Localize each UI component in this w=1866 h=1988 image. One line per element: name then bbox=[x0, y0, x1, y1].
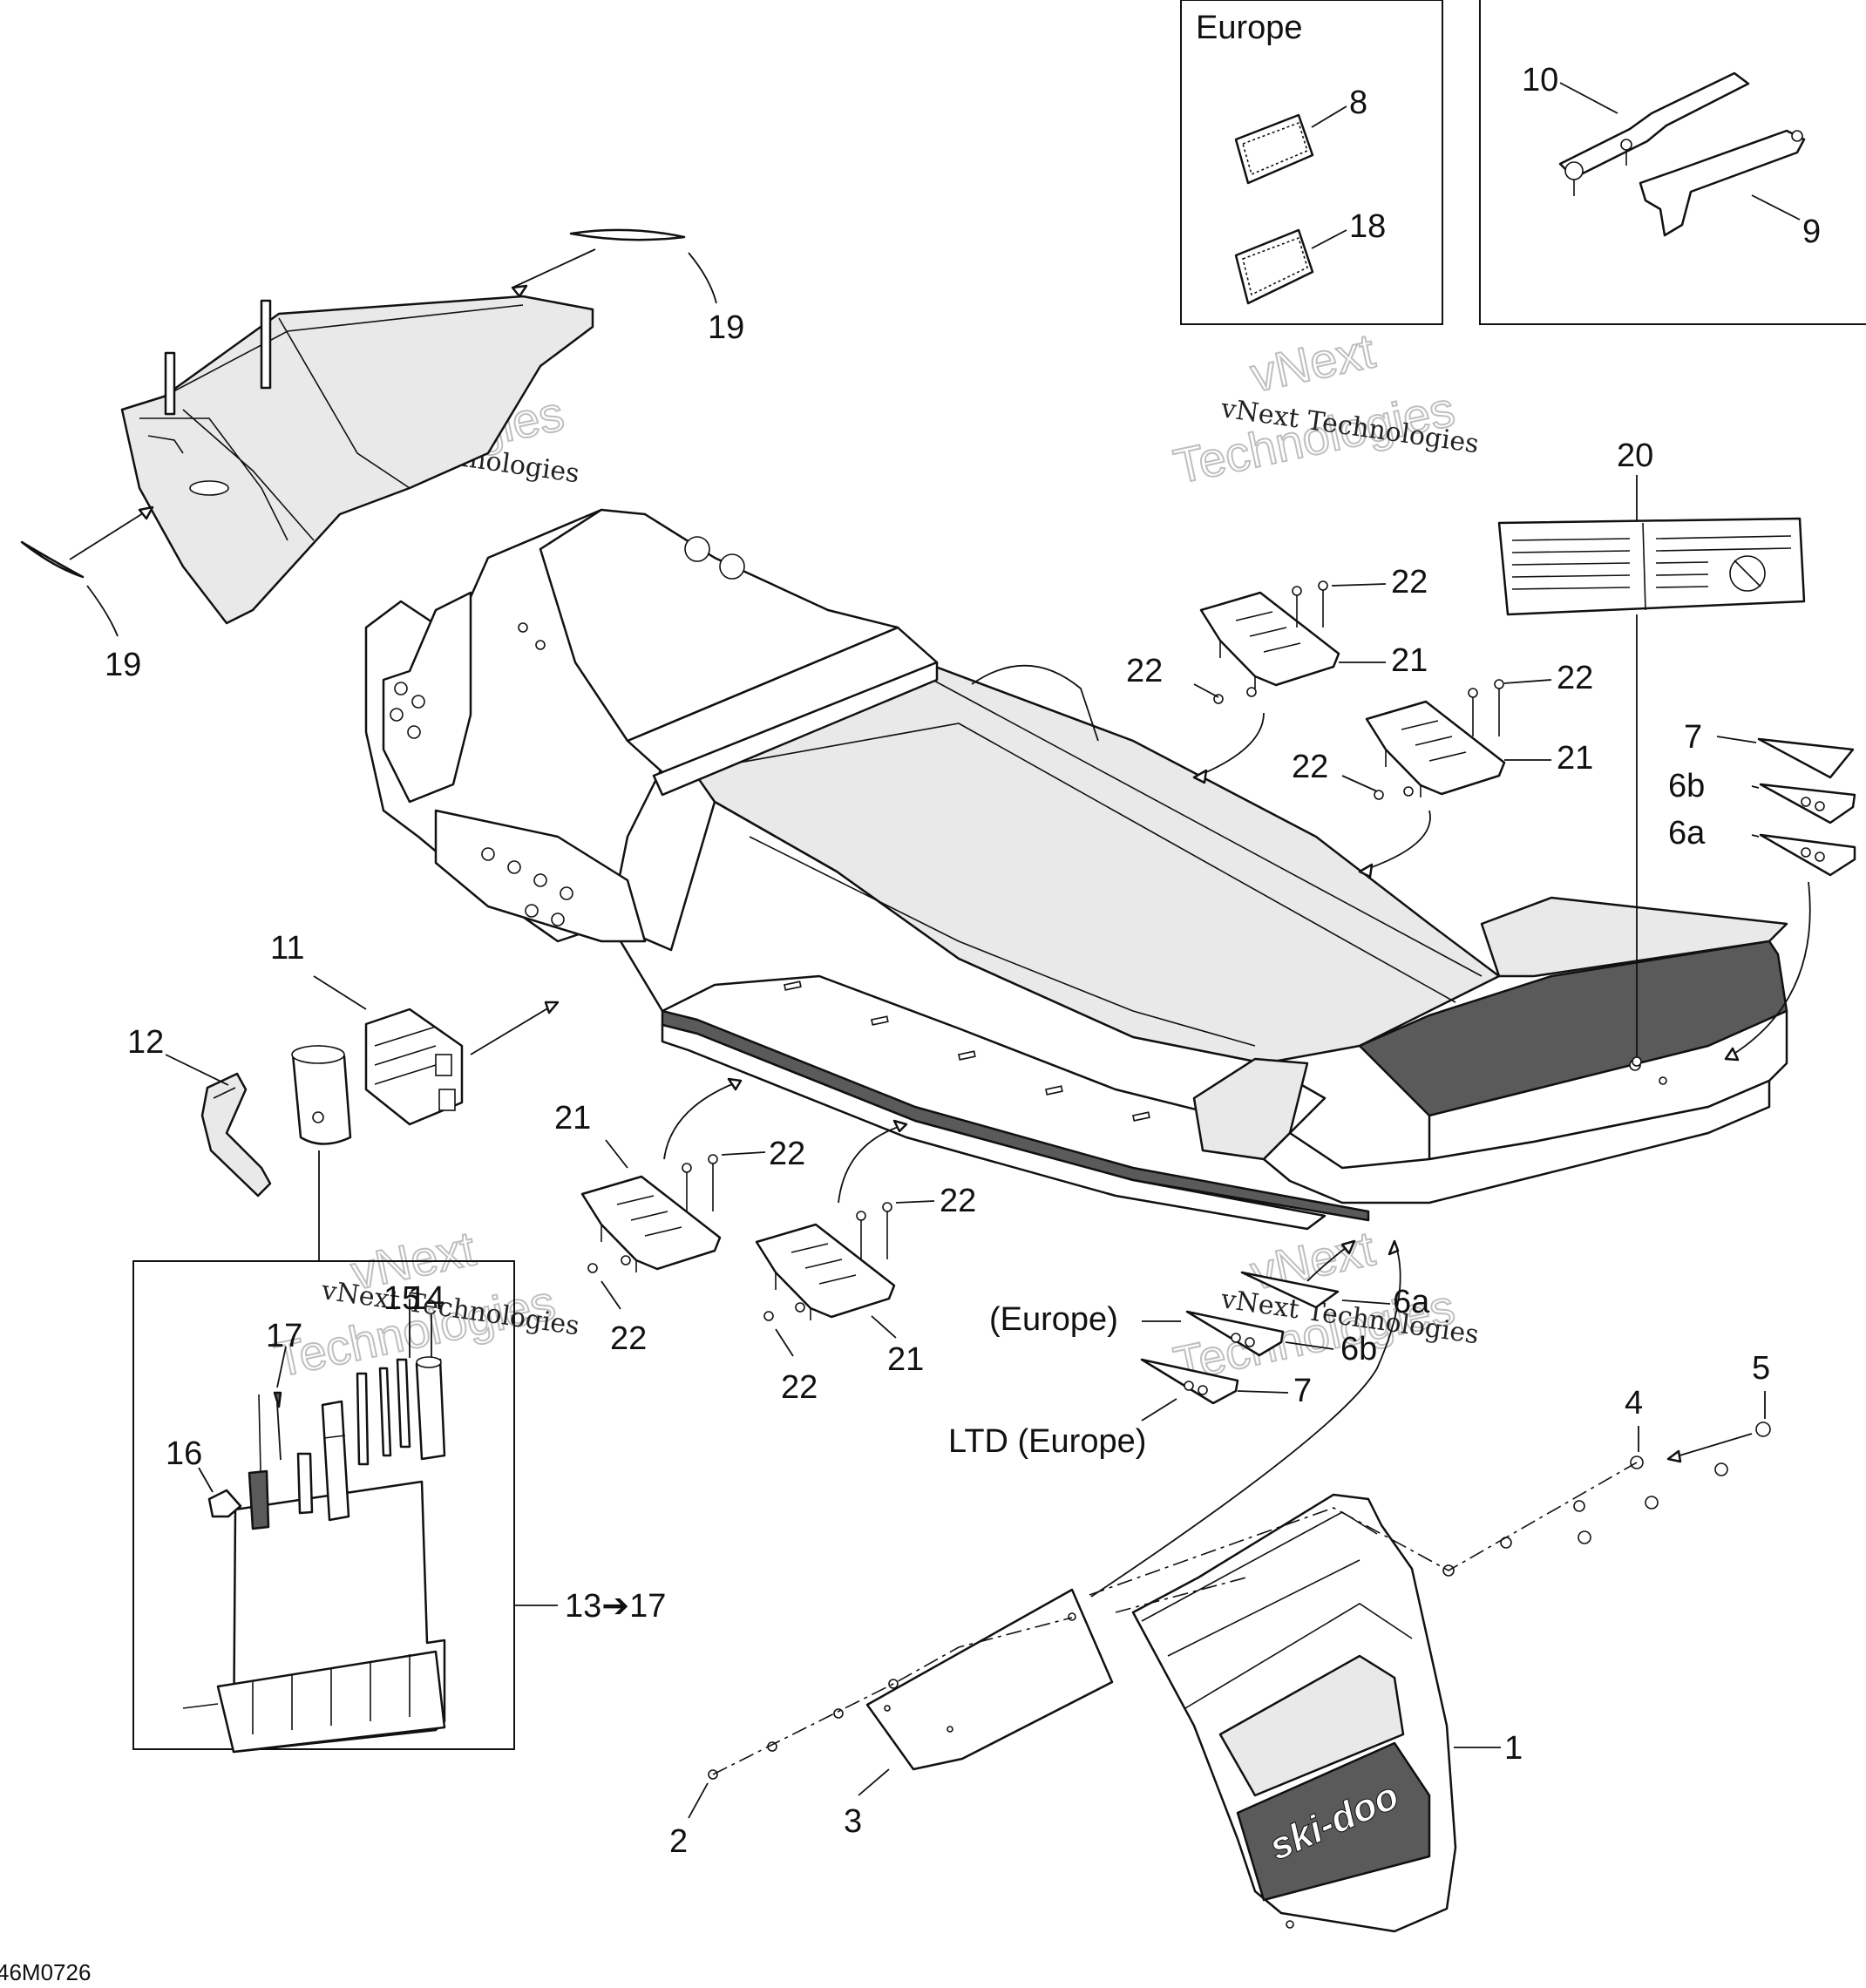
part-10-bracket bbox=[1558, 71, 1750, 196]
callout-17: 17 bbox=[266, 1318, 302, 1354]
front-belly-pan bbox=[120, 295, 594, 625]
callout-21-a: 21 bbox=[1391, 642, 1428, 679]
part-socket-bar bbox=[296, 1452, 314, 1515]
callout-2: 2 bbox=[669, 1823, 688, 1860]
callout-19-left: 19 bbox=[105, 647, 141, 683]
callout-6a-top: 6a bbox=[1668, 815, 1706, 852]
callout-14: 14 bbox=[408, 1280, 444, 1317]
callout-22-a: 22 bbox=[1391, 564, 1428, 600]
part-20-warning-decal bbox=[1497, 517, 1806, 616]
callout-21-b: 21 bbox=[1557, 740, 1593, 777]
part-21-footrest-upper-a bbox=[1199, 591, 1340, 689]
part-18-grille bbox=[1234, 228, 1314, 305]
part-11-tool-holder bbox=[364, 1008, 464, 1126]
callout-22-f: 22 bbox=[610, 1320, 647, 1357]
callout-9: 9 bbox=[1802, 214, 1821, 250]
part-21-footrest-upper-b bbox=[1365, 700, 1506, 797]
callout-7-top: 7 bbox=[1684, 719, 1702, 756]
callout-21-d: 21 bbox=[887, 1341, 924, 1378]
part-spark-plug-holder bbox=[291, 1045, 352, 1145]
watermark-bottom-right: vNext Technologies vNext Technologies bbox=[1168, 1219, 1480, 1392]
part-15-wrench bbox=[356, 1358, 411, 1466]
callout-15: 15 bbox=[383, 1280, 420, 1317]
callout-5: 5 bbox=[1752, 1350, 1770, 1387]
part-6a-protector-top bbox=[1759, 833, 1856, 877]
callout-22-d: 22 bbox=[1292, 749, 1328, 785]
callout-13-17: 13➔17 bbox=[565, 1588, 666, 1625]
part-5-rivet-cap bbox=[1755, 1421, 1771, 1437]
callout-20: 20 bbox=[1617, 438, 1653, 474]
callout-19-top: 19 bbox=[708, 309, 744, 346]
callout-6b-bottom: 6b bbox=[1340, 1331, 1377, 1367]
part-19-seal-left bbox=[20, 540, 85, 579]
callout-16: 16 bbox=[166, 1435, 202, 1472]
callout-8: 8 bbox=[1349, 85, 1367, 121]
part-6b-protector-bottom bbox=[1185, 1310, 1285, 1357]
callout-11: 11 bbox=[270, 930, 304, 967]
part-17-pin bbox=[273, 1391, 282, 1461]
callout-22-c: 22 bbox=[1557, 660, 1593, 696]
callout-3: 3 bbox=[844, 1803, 862, 1840]
inset-europe-box: Europe 8 18 bbox=[1180, 0, 1443, 325]
part-1-snow-flap: ski-doo bbox=[1131, 1493, 1457, 1933]
chassis-frame bbox=[364, 508, 1788, 1231]
note-europe: (Europe) bbox=[989, 1301, 1118, 1338]
part-21-footrest-lower-b bbox=[755, 1223, 896, 1320]
inset-tools-box: 10 9 bbox=[1479, 0, 1866, 325]
part-6b-protector-top bbox=[1759, 783, 1856, 824]
inset-europe-title: Europe bbox=[1196, 10, 1303, 46]
callout-7-bottom: 7 bbox=[1293, 1373, 1312, 1409]
callout-12: 12 bbox=[127, 1024, 164, 1061]
callout-21-c: 21 bbox=[554, 1100, 591, 1136]
part-screwdriver bbox=[248, 1394, 270, 1530]
note-ltd-europe: LTD (Europe) bbox=[948, 1423, 1146, 1460]
callout-10: 10 bbox=[1522, 62, 1558, 98]
part-7-protector-bottom bbox=[1140, 1358, 1239, 1405]
callout-22-h: 22 bbox=[781, 1369, 818, 1406]
part-7-protector-top bbox=[1757, 737, 1855, 779]
svg-text:vNext: vNext bbox=[1245, 322, 1380, 402]
watermark-top-right: vNext Technologies vNext Technologies bbox=[1168, 322, 1480, 494]
diagram-code: 46M0726 bbox=[0, 1959, 91, 1985]
callout-4: 4 bbox=[1625, 1385, 1643, 1421]
part-16-clip bbox=[207, 1489, 242, 1518]
part-21-footrest-lower-a bbox=[580, 1175, 722, 1272]
callout-22-e: 22 bbox=[769, 1136, 805, 1172]
callout-18: 18 bbox=[1349, 208, 1386, 245]
part-socket-wrench bbox=[321, 1400, 350, 1522]
part-6a-protector-bottom bbox=[1240, 1271, 1340, 1309]
part-9-wrench bbox=[1639, 129, 1806, 237]
part-12-strap bbox=[200, 1072, 272, 1198]
tool-kit-box: 15 14 17 16 bbox=[132, 1260, 515, 1754]
part-8-grille bbox=[1234, 113, 1314, 185]
callout-22-g: 22 bbox=[940, 1183, 976, 1219]
part-3-plate bbox=[865, 1588, 1114, 1771]
callout-6b-top: 6b bbox=[1668, 768, 1705, 804]
part-14-socket bbox=[415, 1356, 446, 1461]
part-19-seal-top bbox=[569, 228, 686, 241]
callout-1: 1 bbox=[1504, 1730, 1523, 1767]
callout-22-b: 22 bbox=[1126, 653, 1163, 689]
